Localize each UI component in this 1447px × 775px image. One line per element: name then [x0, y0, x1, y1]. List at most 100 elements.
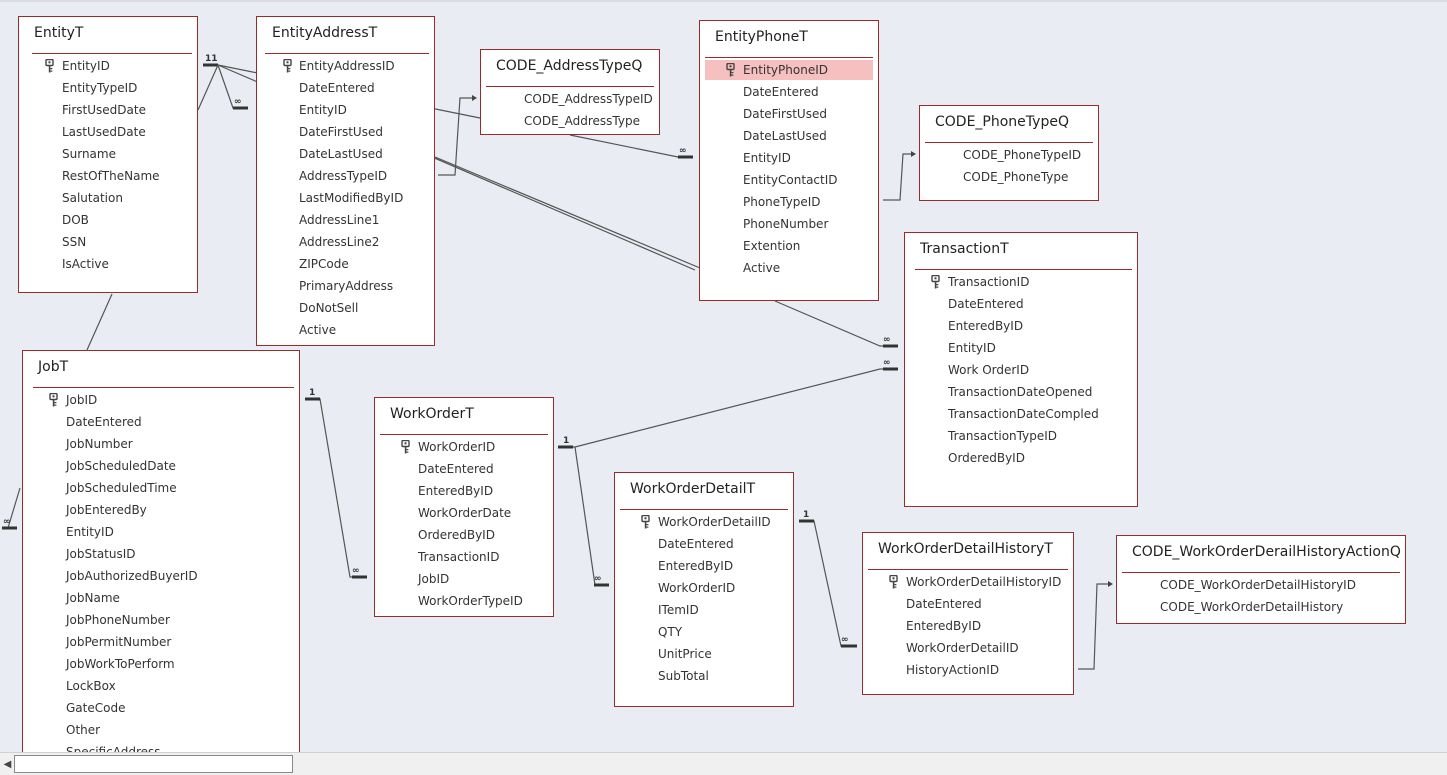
relationship-line[interactable]	[203, 64, 248, 109]
relationship-line[interactable]	[774, 300, 898, 347]
table-title[interactable]: WorkOrderDetailT	[630, 481, 756, 497]
relationship-line[interactable]	[569, 134, 693, 158]
field-item[interactable]: EnteredByID	[615, 556, 793, 576]
field-item[interactable]: JobScheduledTime	[23, 478, 299, 498]
field-item[interactable]: JobName	[23, 588, 299, 608]
field-item[interactable]: DateEntered	[905, 294, 1137, 314]
relationship-line[interactable]	[7, 487, 21, 529]
table-title[interactable]: CODE_AddressTypeQ	[496, 58, 643, 74]
field-item[interactable]: Active	[257, 320, 434, 340]
field-item[interactable]: CODE_WorkOrderDetailHistoryID	[1117, 575, 1405, 595]
field-item[interactable]: DateEntered	[700, 82, 878, 102]
table-title[interactable]: EntityAddressT	[272, 25, 378, 41]
relationship-line[interactable]	[1078, 583, 1110, 670]
field-item[interactable]: UnitPrice	[615, 644, 793, 664]
field-item[interactable]: DateEntered	[23, 412, 299, 432]
field-item[interactable]: IsActive	[19, 254, 197, 274]
field-item[interactable]: EnteredByID	[863, 616, 1073, 636]
field-item[interactable]: JobPermitNumber	[23, 632, 299, 652]
table-title[interactable]: TransactionT	[920, 241, 1009, 257]
field-item[interactable]: DoNotSell	[257, 298, 434, 318]
field-item[interactable]: CODE_PhoneType	[920, 167, 1098, 187]
field-item[interactable]: EntityID	[23, 522, 299, 542]
field-item[interactable]: FirstUsedDate	[19, 100, 197, 120]
field-item[interactable]: EnteredByID	[375, 481, 553, 501]
field-item[interactable]: EntityContactID	[700, 170, 878, 190]
field-item[interactable]: DateFirstUsed	[257, 122, 434, 142]
scroll-thumb[interactable]	[14, 755, 293, 773]
field-item[interactable]: LockBox	[23, 676, 299, 696]
table-title[interactable]: EntityPhoneT	[715, 29, 808, 45]
field-item[interactable]: WorkOrderDetailHistoryID	[863, 572, 1073, 592]
field-item[interactable]: TransactionID	[905, 272, 1137, 292]
table-title[interactable]: JobT	[38, 359, 69, 375]
field-item[interactable]: DateEntered	[257, 78, 434, 98]
field-item[interactable]: WorkOrderTypeID	[375, 591, 553, 611]
relationship-line[interactable]	[574, 446, 609, 586]
field-item[interactable]: Surname	[19, 144, 197, 164]
field-item[interactable]: ITemID	[615, 600, 793, 620]
field-item[interactable]: LastUsedDate	[19, 122, 197, 142]
table-title[interactable]: WorkOrderT	[390, 406, 474, 422]
field-item[interactable]: CODE_WorkOrderDetailHistory	[1117, 597, 1405, 617]
table-title[interactable]: EntityT	[34, 25, 84, 41]
field-item[interactable]: QTY	[615, 622, 793, 642]
field-item[interactable]: Other	[23, 720, 299, 740]
field-item[interactable]: OrderedByID	[375, 525, 553, 545]
field-item[interactable]: EntityPhoneID	[705, 60, 873, 80]
relationship-line[interactable]	[883, 153, 913, 201]
field-item[interactable]: JobEnteredBy	[23, 500, 299, 520]
field-item[interactable]: Work OrderID	[905, 360, 1137, 380]
field-item[interactable]: OrderedByID	[905, 448, 1137, 468]
relationship-line[interactable]	[197, 64, 219, 111]
relationship-line[interactable]	[799, 520, 857, 647]
field-item[interactable]: PhoneNumber	[700, 214, 878, 234]
field-item[interactable]: DateEntered	[615, 534, 793, 554]
field-item[interactable]: DateLastUsed	[700, 126, 878, 146]
field-item[interactable]: CODE_PhoneTypeID	[920, 145, 1098, 165]
field-item[interactable]: TransactionTypeID	[905, 426, 1137, 446]
field-item[interactable]: DOB	[19, 210, 197, 230]
field-item[interactable]: EntityID	[905, 338, 1137, 358]
field-item[interactable]: PrimaryAddress	[257, 276, 434, 296]
arrow-left-icon[interactable]: ◀	[3, 759, 12, 770]
field-item[interactable]: DateEntered	[375, 459, 553, 479]
field-item[interactable]: WorkOrderDetailID	[863, 638, 1073, 658]
field-item[interactable]: Salutation	[19, 188, 197, 208]
field-item[interactable]: EntityID	[257, 100, 434, 120]
field-item[interactable]: WorkOrderID	[615, 578, 793, 598]
field-item[interactable]: JobAuthorizedBuyerID	[23, 566, 299, 586]
field-item[interactable]: SSN	[19, 232, 197, 252]
table-title[interactable]: WorkOrderDetailHistoryT	[878, 541, 1053, 557]
field-item[interactable]: JobWorkToPerform	[23, 654, 299, 674]
field-item[interactable]: JobID	[375, 569, 553, 589]
field-item[interactable]: TransactionDateOpened	[905, 382, 1137, 402]
field-item[interactable]: AddressTypeID	[257, 166, 434, 186]
field-item[interactable]: WorkOrderID	[375, 437, 553, 457]
table-codewodhistory[interactable]: CODE_WorkOrderDerailHistoryActionQ CODE_W…	[1116, 535, 1406, 624]
field-item[interactable]: LastModifiedByID	[257, 188, 434, 208]
field-item[interactable]: AddressLine1	[257, 210, 434, 230]
table-title[interactable]: CODE_WorkOrderDerailHistoryActionQ	[1132, 544, 1401, 560]
field-item[interactable]: EntityID	[700, 148, 878, 168]
relationship-line[interactable]	[86, 293, 113, 351]
relationship-line[interactable]	[305, 398, 367, 578]
field-item[interactable]: DateLastUsed	[257, 144, 434, 164]
field-item[interactable]: JobStatusID	[23, 544, 299, 564]
field-item[interactable]: EntityAddressID	[257, 56, 434, 76]
relationship-line[interactable]	[558, 368, 898, 448]
field-item[interactable]: AddressLine2	[257, 232, 434, 252]
field-item[interactable]: CODE_AddressTypeID	[481, 89, 659, 109]
field-item[interactable]: JobScheduledDate	[23, 456, 299, 476]
field-item[interactable]: RestOfTheName	[19, 166, 197, 186]
field-item[interactable]: WorkOrderDetailID	[615, 512, 793, 532]
field-item[interactable]: Extention	[700, 236, 878, 256]
field-item[interactable]: ZIPCode	[257, 254, 434, 274]
horizontal-scrollbar[interactable]: ◀	[0, 752, 1447, 775]
field-item[interactable]: TransactionDateCompled	[905, 404, 1137, 424]
